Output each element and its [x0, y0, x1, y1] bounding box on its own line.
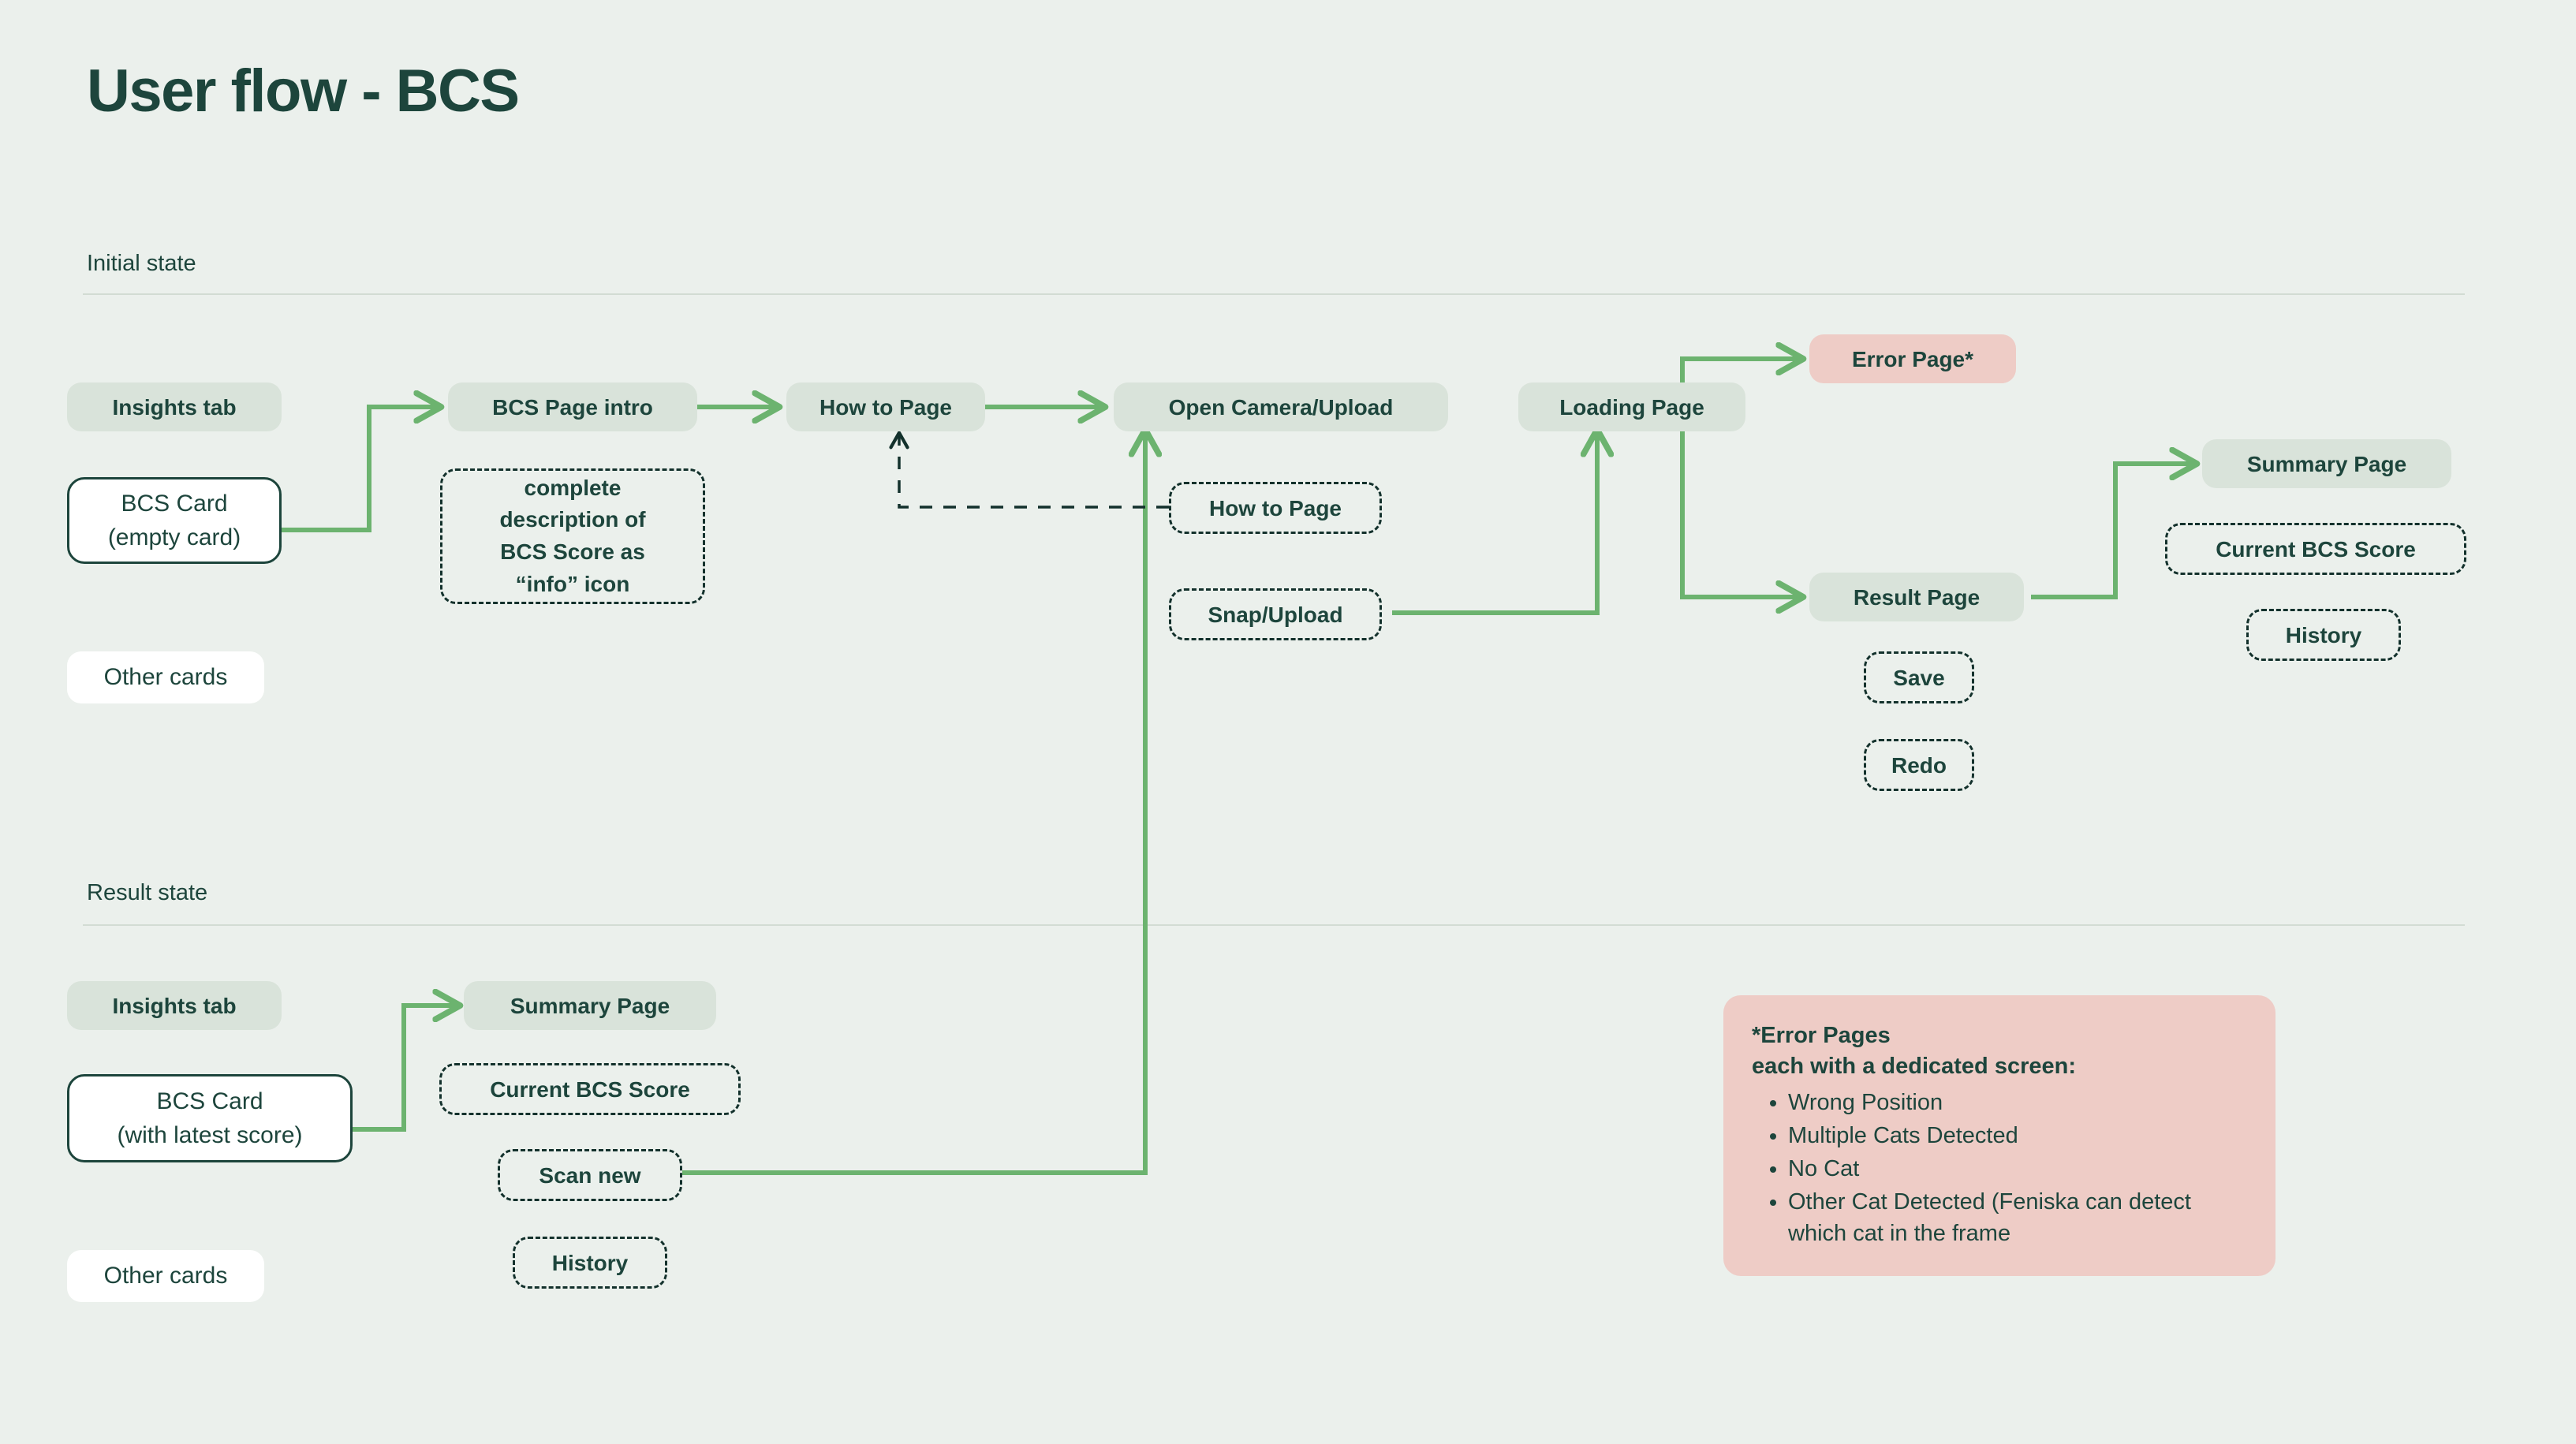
node-result-page[interactable]: Result Page [1809, 573, 2024, 621]
node-loading-page[interactable]: Loading Page [1518, 382, 1745, 431]
node-bcs-card-empty[interactable]: BCS Card (empty card) [67, 477, 282, 564]
list-item: Multiple Cats Detected [1788, 1120, 2247, 1151]
error-pages-note: *Error Pages each with a dedicated scree… [1723, 995, 2275, 1277]
list-item: No Cat [1788, 1153, 2247, 1185]
list-item: Wrong Position [1788, 1087, 2247, 1118]
node-snap-upload-action[interactable]: Snap/Upload [1169, 588, 1382, 640]
node-how-to-page-screen[interactable]: How to Page [786, 382, 985, 431]
node-bcs-card-with-score[interactable]: BCS Card (with latest score) [67, 1074, 353, 1162]
node-error-page[interactable]: Error Page* [1809, 334, 2016, 383]
node-how-to-page-action[interactable]: How to Page [1169, 482, 1382, 534]
node-redo-action[interactable]: Redo [1864, 739, 1974, 791]
node-save-action[interactable]: Save [1864, 651, 1974, 703]
error-note-list: Wrong Position Multiple Cats Detected No… [1752, 1087, 2247, 1249]
section-divider-result-state [83, 924, 2465, 926]
error-note-title: *Error Pages each with a dedicated scree… [1752, 1023, 2076, 1080]
node-bcs-intro-description[interactable]: complete description of BCS Score as “in… [440, 468, 705, 604]
node-summary-page-initial[interactable]: Summary Page [2202, 439, 2451, 488]
node-open-camera-upload[interactable]: Open Camera/Upload [1114, 382, 1448, 431]
node-other-cards-initial[interactable]: Other cards [67, 651, 264, 703]
node-other-cards-result[interactable]: Other cards [67, 1250, 264, 1302]
node-insights-tab-initial[interactable]: Insights tab [67, 382, 282, 431]
section-label-initial-state: Initial state [87, 251, 196, 276]
node-current-bcs-score-result[interactable]: Current BCS Score [439, 1063, 741, 1115]
node-history-result[interactable]: History [513, 1237, 667, 1289]
section-label-result-state: Result state [87, 880, 208, 905]
node-bcs-page-intro[interactable]: BCS Page intro [448, 382, 697, 431]
list-item: Other Cat Detected (Feniska can detect w… [1788, 1186, 2247, 1249]
section-divider-initial-state [83, 293, 2465, 295]
node-summary-page-result[interactable]: Summary Page [464, 981, 716, 1030]
node-insights-tab-result[interactable]: Insights tab [67, 981, 282, 1030]
node-history-initial[interactable]: History [2246, 609, 2401, 661]
node-current-bcs-score-initial[interactable]: Current BCS Score [2165, 523, 2466, 575]
page-title: User flow - BCS [87, 58, 520, 125]
node-scan-new-action[interactable]: Scan new [498, 1149, 682, 1201]
